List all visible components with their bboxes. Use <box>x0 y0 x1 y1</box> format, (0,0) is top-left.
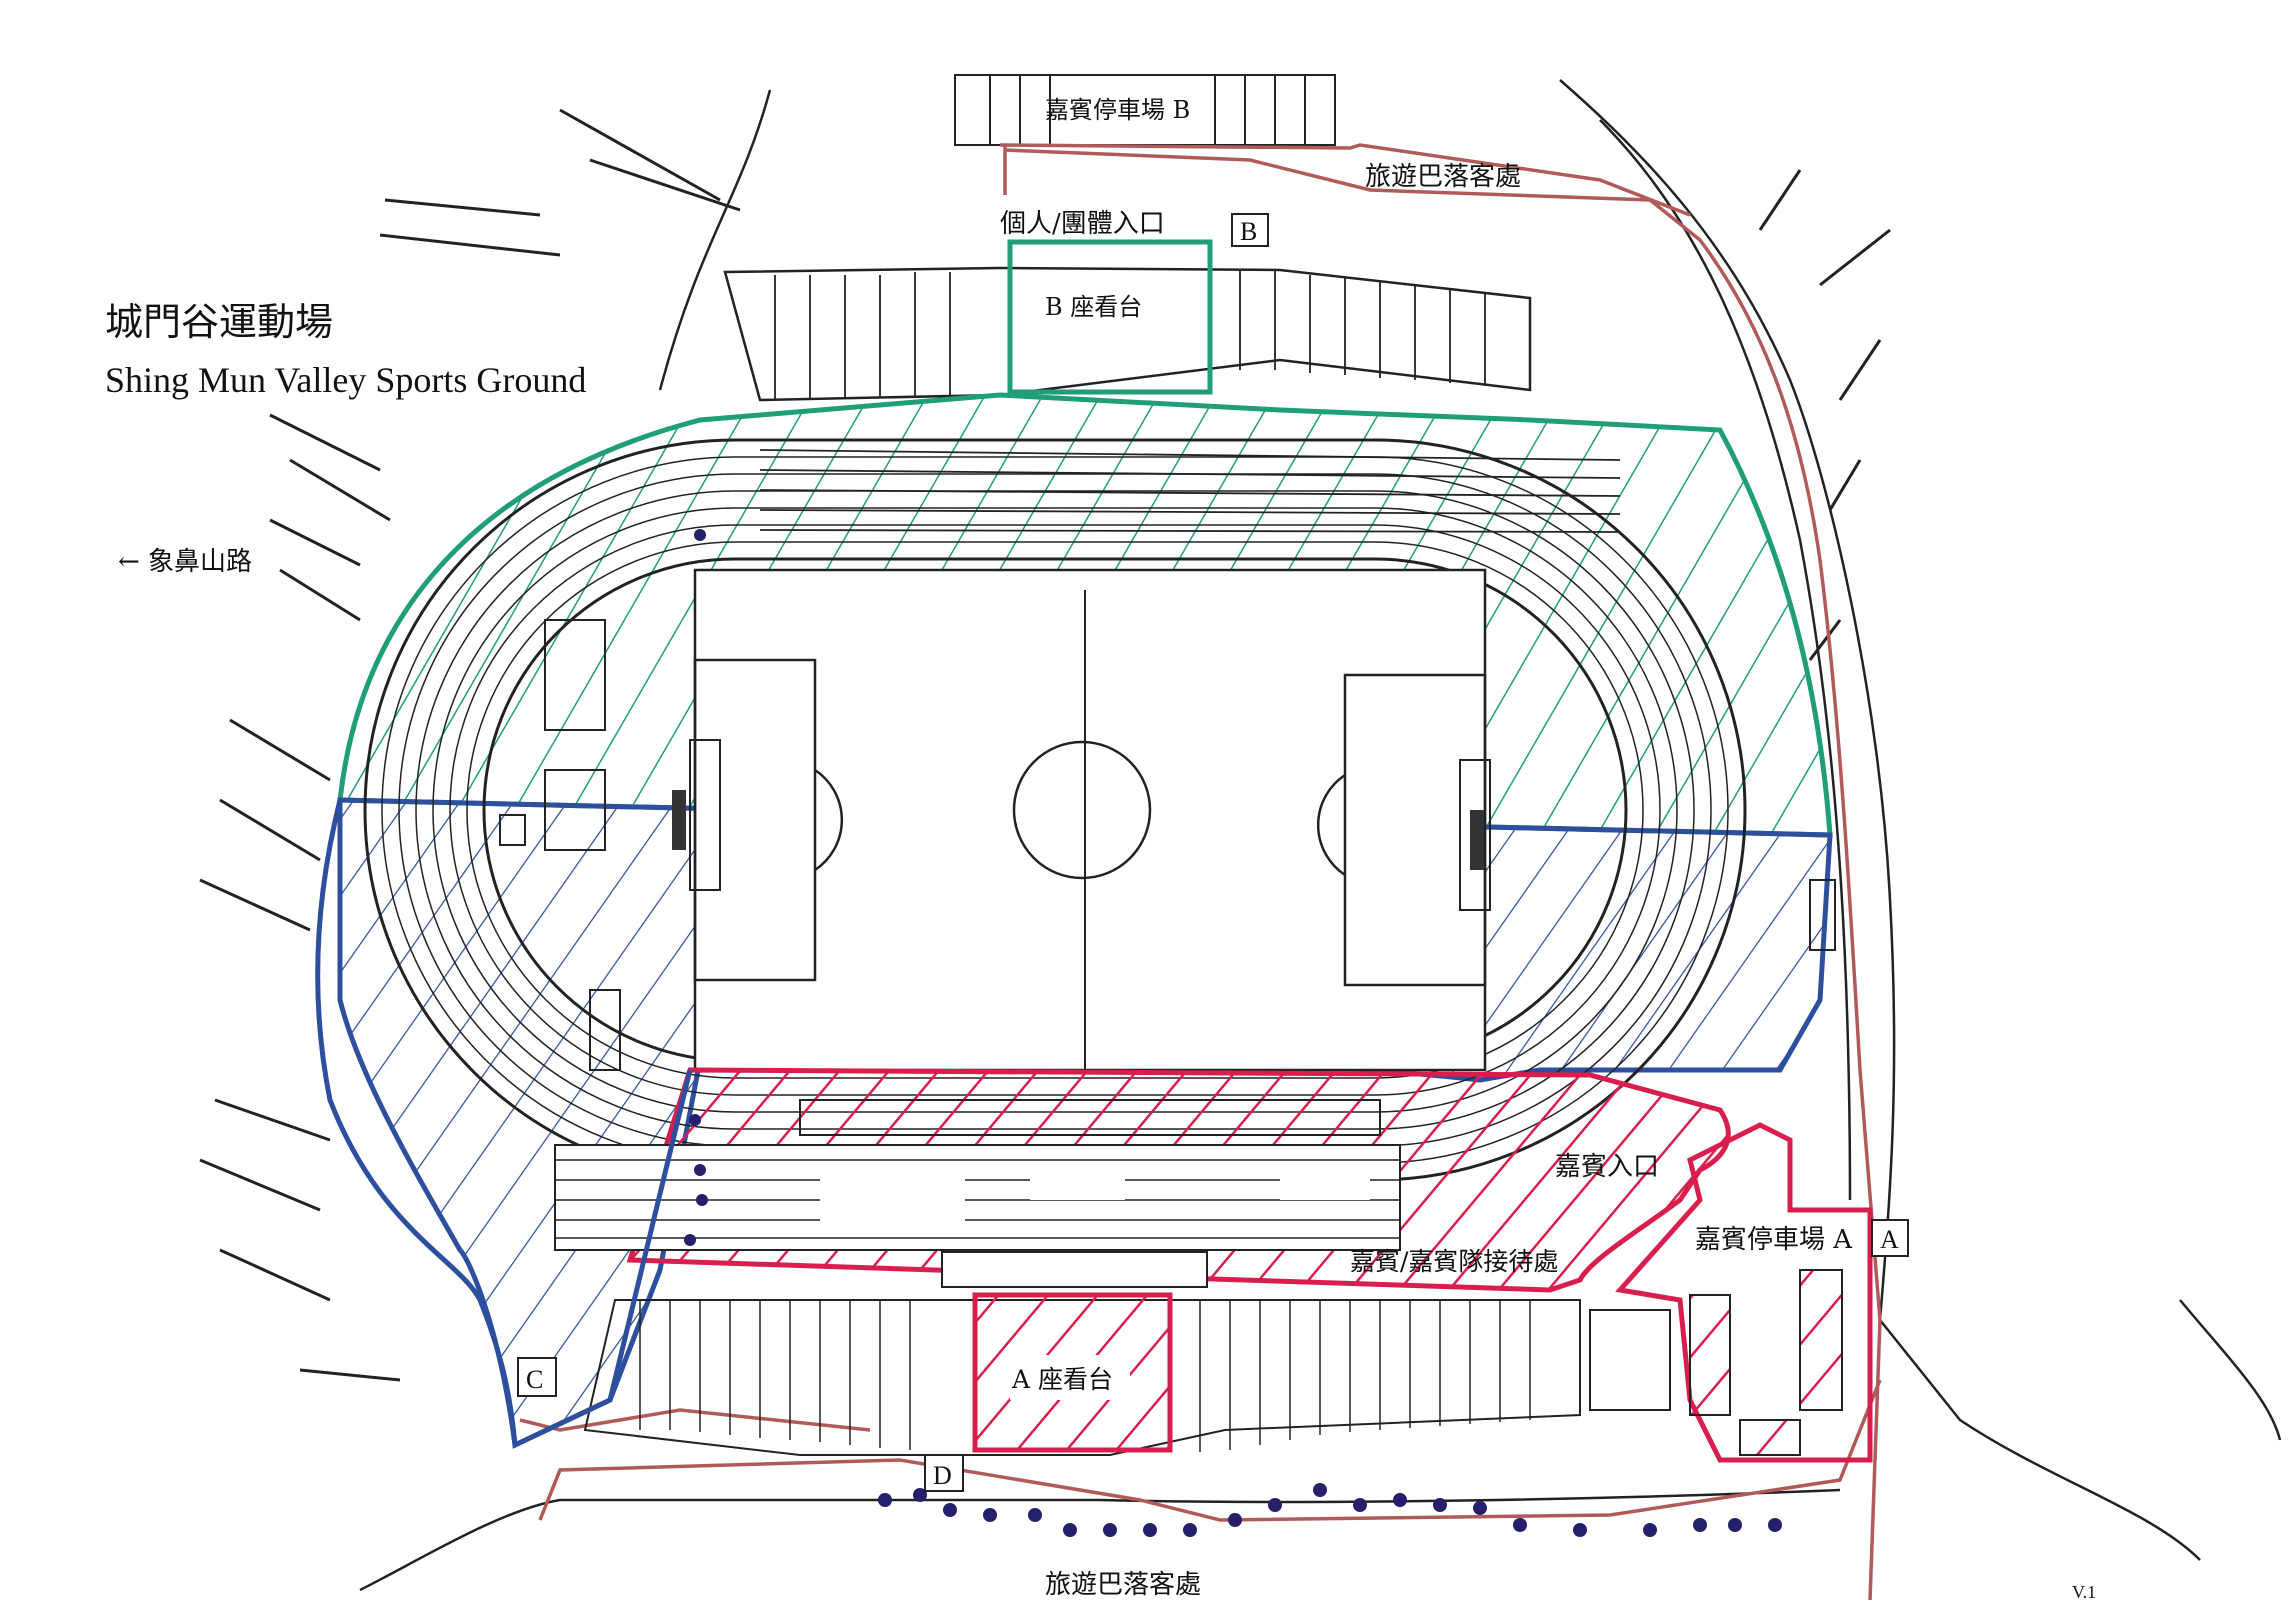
entrance-b-label: 個人/團體入口 <box>1000 209 1165 239</box>
vip-reception-label: 嘉賓/嘉賓隊接待處 <box>1350 1247 1558 1276</box>
car-park-a <box>1615 1122 1873 1463</box>
version-label: V.1 <box>2072 1582 2096 1602</box>
track-straight-top <box>759 449 1621 533</box>
football-pitch <box>693 568 1487 1072</box>
goal-nets <box>672 790 1484 870</box>
gate-marker-c: C <box>517 1357 557 1397</box>
svg-text:C: C <box>526 1365 543 1394</box>
title-en: Shing Mun Valley Sports Ground <box>105 360 586 400</box>
terrain-hatching-left <box>559 108 741 212</box>
vip-entrance-label: 嘉賓入口 <box>1555 1152 1659 1182</box>
vip-car-park-b-label: 嘉賓停車場 B <box>1045 96 1190 124</box>
stand-a-structure <box>554 1099 1401 1288</box>
site-boundary <box>519 143 1882 1601</box>
svg-text:B: B <box>1240 217 1257 246</box>
stand-b-label: B 座看台 <box>1045 293 1142 321</box>
gate-marker-b: B <box>1231 213 1269 247</box>
svg-text:D: D <box>933 1461 952 1490</box>
field-blocks <box>499 619 1836 1071</box>
stand-b-outline <box>1007 239 1213 395</box>
tree-row <box>684 529 1782 1537</box>
stand-b-structure <box>723 266 1532 402</box>
zone-blue-border-west <box>315 799 693 1449</box>
svg-text:A: A <box>1880 1225 1899 1254</box>
terrain-hatching <box>199 169 1891 1382</box>
stand-a-label: A 座看台 <box>1011 1365 1113 1394</box>
road-label: ← 象鼻山路 <box>118 547 252 577</box>
gate-marker-a: A <box>1871 1219 1909 1257</box>
coach-drop-top-label: 旅遊巴落客處 <box>1365 162 1521 192</box>
gate-marker-d: D <box>924 1454 964 1492</box>
road-outlines <box>359 79 2282 1592</box>
coach-drop-bottom-label: 旅遊巴落客處 <box>1045 1570 1201 1600</box>
building-block <box>1589 1309 1671 1411</box>
title-zh: 城門谷運動場 <box>105 300 333 344</box>
vip-car-park-a-label: 嘉賓停車場 A <box>1695 1225 1853 1255</box>
